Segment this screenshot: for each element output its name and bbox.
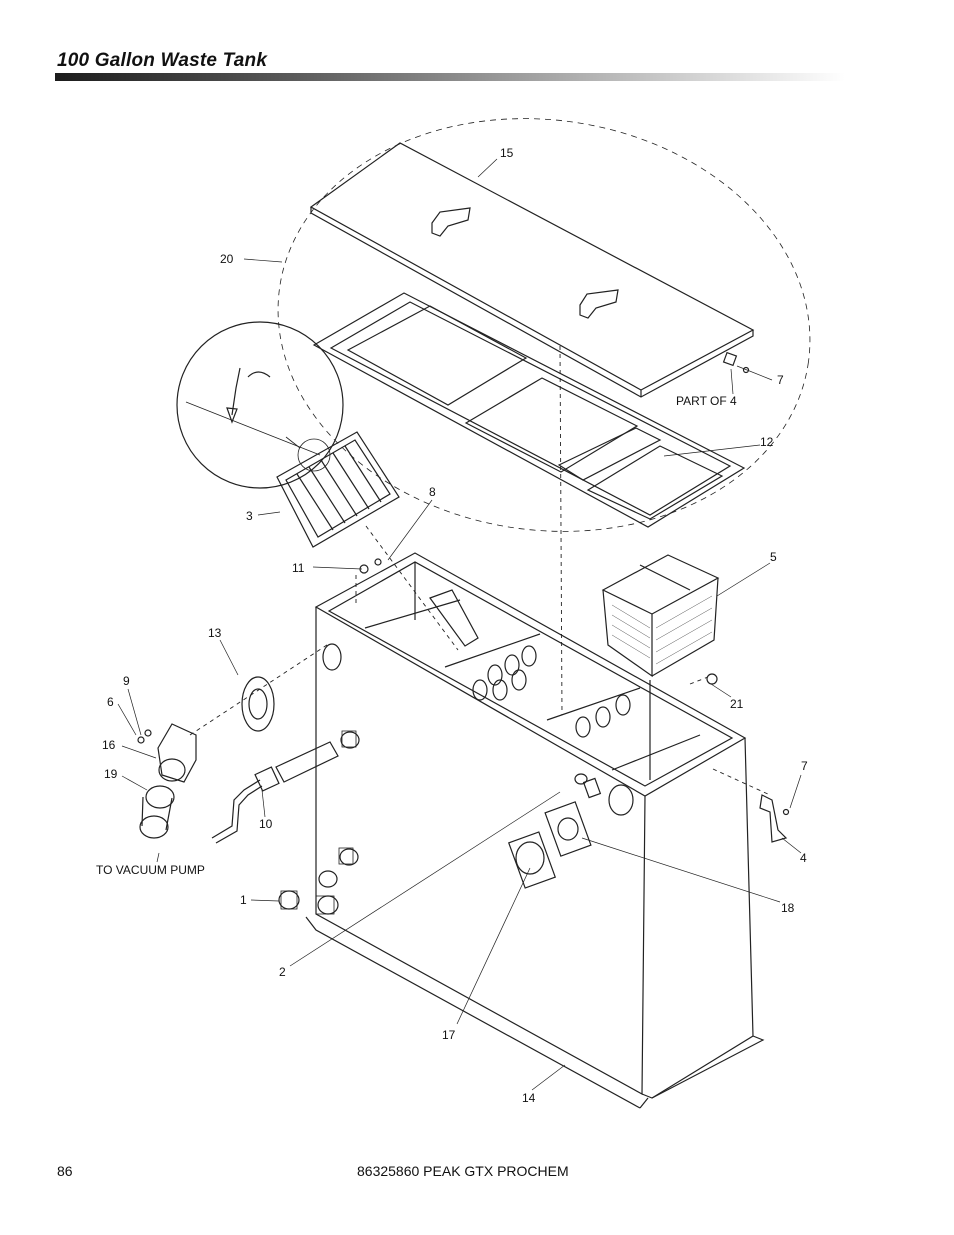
callout-8: 8 — [429, 485, 436, 499]
callout-6: 6 — [107, 695, 114, 709]
callout-17: 17 — [442, 1028, 456, 1042]
header-rule — [55, 73, 845, 81]
basket-part — [601, 554, 720, 678]
filter-screen-part — [276, 431, 400, 548]
note-to-vacuum-pump: TO VACUUM PUMP — [96, 863, 205, 877]
tank-body — [305, 552, 765, 1109]
callout-5: 5 — [770, 550, 777, 564]
callout-2: 2 — [279, 965, 286, 979]
callout-7-latch: 7 — [801, 759, 808, 773]
page-title: 100 Gallon Waste Tank — [57, 50, 268, 71]
callout-19: 19 — [104, 767, 118, 781]
callout-14: 14 — [522, 1091, 536, 1105]
callout-13: 13 — [208, 626, 222, 640]
lid-group-ellipse — [277, 118, 811, 532]
page-number: 86 — [57, 1163, 73, 1179]
callout-9: 9 — [123, 674, 130, 688]
vacuum-inlet-assembly — [139, 676, 275, 839]
callout-15: 15 — [500, 146, 514, 160]
front-fittings — [507, 773, 602, 889]
level-sensor-part — [211, 741, 339, 844]
detail-inset-circle — [176, 321, 344, 489]
callout-18: 18 — [781, 901, 795, 915]
latch-part — [759, 794, 788, 843]
callout-4: 4 — [800, 851, 807, 865]
gasket-part — [312, 292, 746, 528]
callout-20: 20 — [220, 252, 234, 266]
callout-3: 3 — [246, 509, 253, 523]
callout-12: 12 — [760, 435, 774, 449]
callout-16: 16 — [102, 738, 116, 752]
document-title: 86325860 PEAK GTX PROCHEM — [357, 1163, 569, 1179]
callout-1: 1 — [240, 893, 247, 907]
callout-10: 10 — [259, 817, 273, 831]
callout-7-lid: 7 — [777, 373, 784, 387]
note-part-of-4: PART OF 4 — [676, 394, 737, 408]
callout-21: 21 — [730, 697, 744, 711]
lid-part — [309, 142, 755, 398]
callout-11: 11 — [292, 561, 305, 575]
